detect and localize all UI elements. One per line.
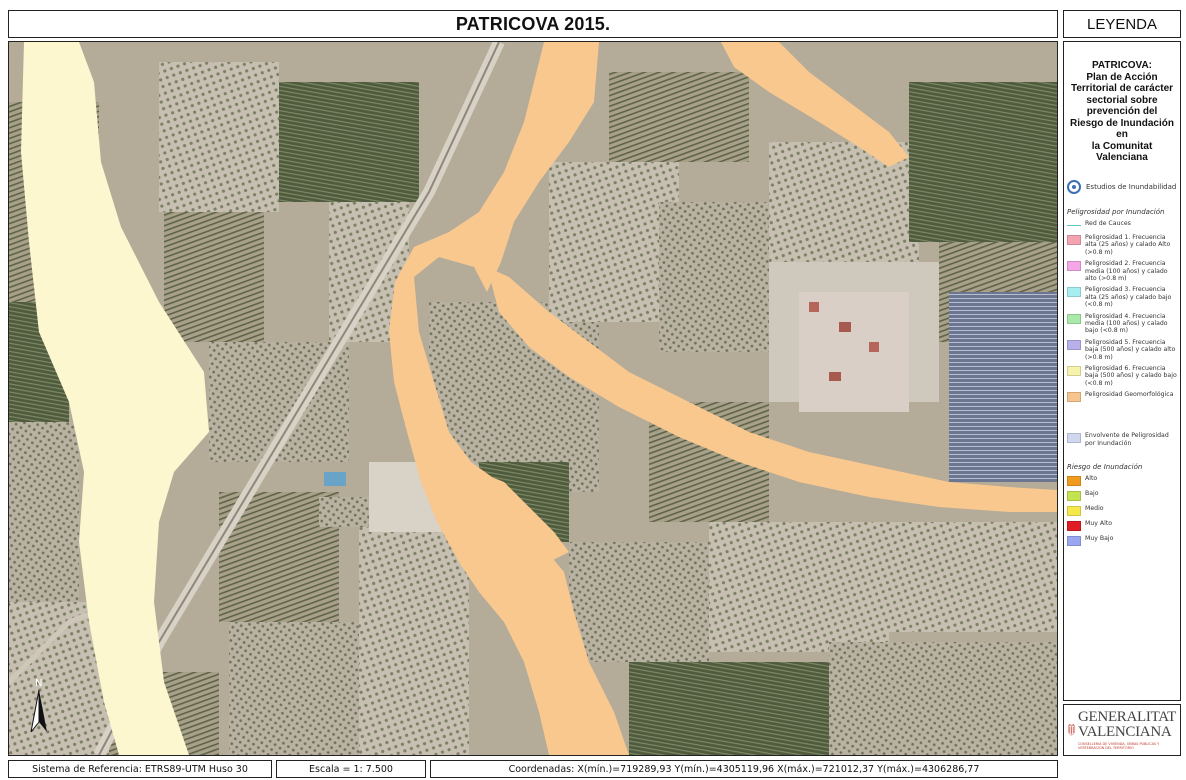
- legend-riesgo-title: Riesgo de Inundación: [1067, 463, 1143, 472]
- legend-item-riesgo-muy-alto[interactable]: Muy Alto: [1067, 520, 1177, 532]
- swatch-riesgo-bajo: [1067, 491, 1081, 502]
- legend-peligrosidad-title: Peligrosidad por Inundación: [1067, 207, 1165, 216]
- swatch-peligrosidad-4: [1067, 313, 1081, 324]
- footer-reference: Sistema de Referencia: ETRS89-UTM Huso 3…: [8, 760, 272, 778]
- swatch-riesgo-medio: [1067, 506, 1081, 517]
- swatch-envolvente: [1067, 433, 1081, 444]
- swatch-peligrosidad-5: [1067, 339, 1081, 350]
- legend-item-peligrosidad-3[interactable]: Peligrosidad 3. Frecuencia alta (25 años…: [1067, 286, 1177, 308]
- red-cauces-line-icon: [1067, 224, 1081, 226]
- legend-item-riesgo-muy-bajo[interactable]: Muy Bajo: [1067, 535, 1177, 547]
- geomorfologica-zone-north[interactable]: [721, 42, 909, 167]
- logo-subtitle: CONSELLERIA DE VIVIENDA, OBRAS PÚBLICAS …: [1078, 742, 1160, 750]
- swatch-riesgo-alto: [1067, 476, 1081, 487]
- north-arrow: N: [30, 678, 47, 733]
- legend-item-geomorfologica[interactable]: Peligrosidad Geomorfológica: [1067, 391, 1177, 403]
- coat-of-arms-icon: [1068, 724, 1075, 736]
- swatch-peligrosidad-6: [1067, 366, 1081, 376]
- legend-item-peligrosidad-1[interactable]: Peligrosidad 1. Frecuencia alta (25 años…: [1067, 234, 1177, 256]
- swatch-geomorfologica: [1067, 392, 1081, 403]
- map-title-bar: PATRICOVA 2015.: [8, 10, 1058, 38]
- legend-item-peligrosidad-2[interactable]: Peligrosidad 2. Frecuencia media (100 añ…: [1067, 260, 1177, 282]
- legend-panel: PATRICOVA: Plan de Acción Territorial de…: [1063, 41, 1181, 701]
- logo-wordmark: GENERALITAT VALENCIANA CONSELLERIA DE VI…: [1078, 709, 1176, 751]
- swatch-peligrosidad-1: [1067, 234, 1081, 245]
- legend-header: LEYENDA: [1063, 10, 1181, 38]
- legend-item-riesgo-alto[interactable]: Alto: [1067, 475, 1177, 487]
- geomorfologica-zone-branch[interactable]: [487, 267, 1057, 512]
- legend-estudios[interactable]: Estudios de Inundabilidad: [1067, 179, 1177, 194]
- generalitat-logo: GENERALITAT VALENCIANA CONSELLERIA DE VI…: [1063, 704, 1181, 756]
- legend-item-peligrosidad-5[interactable]: Peligrosidad 5. Frecuencia baja (500 año…: [1067, 339, 1177, 361]
- swatch-riesgo-muy-bajo: [1067, 536, 1081, 547]
- map-canvas[interactable]: N: [9, 42, 1057, 755]
- legend-item-riesgo-bajo[interactable]: Bajo: [1067, 490, 1177, 502]
- legend-item-riesgo-medio[interactable]: Medio: [1067, 505, 1177, 517]
- peligrosidad-6-zone[interactable]: [21, 42, 209, 755]
- map-view[interactable]: N: [8, 41, 1058, 756]
- footer-coordinates: Coordenadas: X(mín.)=719289,93 Y(mín.)=4…: [430, 760, 1058, 778]
- legend-item-peligrosidad-4[interactable]: Peligrosidad 4. Frecuencia media (100 añ…: [1067, 313, 1177, 335]
- legend-description: PATRICOVA: Plan de Acción Territorial de…: [1070, 60, 1174, 163]
- geomorfologica-zone-main[interactable]: [389, 42, 629, 755]
- map-title: PATRICOVA 2015.: [455, 13, 611, 34]
- legend-title: LEYENDA: [1086, 15, 1158, 33]
- settlements: [319, 292, 909, 532]
- swatch-riesgo-muy-alto: [1067, 521, 1081, 532]
- swatch-peligrosidad-2: [1067, 261, 1081, 272]
- legend-item-envolvente[interactable]: Envolvente de Peligrosidad por Inundació…: [1067, 432, 1177, 447]
- swatch-peligrosidad-3: [1067, 287, 1081, 298]
- north-label: N: [35, 678, 42, 689]
- geomorfologica-zone-spur[interactable]: [479, 472, 569, 562]
- legend-red-cauces[interactable]: Red de Cauces: [1067, 220, 1177, 227]
- legend-item-peligrosidad-6[interactable]: Peligrosidad 6. Frecuencia baja (500 año…: [1067, 365, 1177, 387]
- estudios-icon: [1067, 179, 1081, 194]
- footer-scale: Escala = 1: 7.500: [276, 760, 426, 778]
